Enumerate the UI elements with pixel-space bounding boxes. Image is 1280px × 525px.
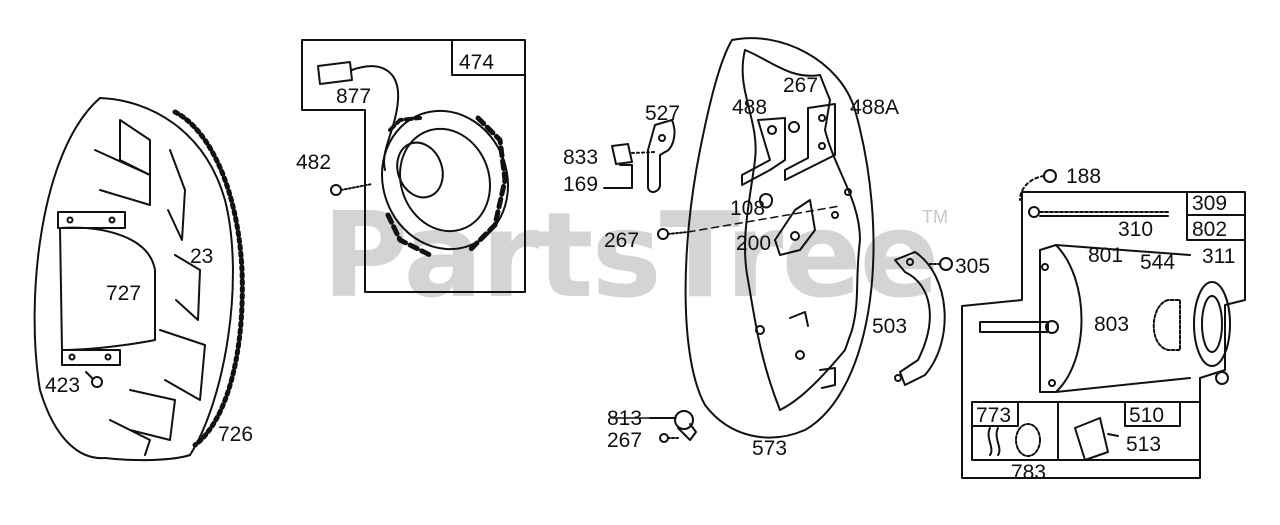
label-310: 310	[1118, 218, 1154, 241]
label-544: 544	[1140, 251, 1176, 274]
label-833: 833	[563, 146, 599, 169]
label-188: 188	[1066, 165, 1102, 188]
label-482: 482	[296, 151, 332, 174]
alternator-box	[301, 39, 526, 293]
label-108: 108	[730, 197, 766, 220]
label-23: 23	[190, 245, 214, 268]
label-474: 474	[459, 51, 495, 74]
label-510: 510	[1129, 404, 1165, 427]
label-527: 527	[645, 102, 681, 125]
label-802: 802	[1192, 218, 1228, 241]
label-726: 726	[218, 423, 254, 446]
label-200: 200	[736, 232, 772, 255]
label-513: 513	[1126, 433, 1162, 456]
starter-box	[961, 169, 1246, 479]
label-488A: 488A	[850, 96, 900, 119]
label-267-bottom: 267	[607, 429, 643, 452]
label-488: 488	[732, 96, 768, 119]
flywheel-assembly	[33, 97, 245, 462]
label-573: 573	[752, 437, 788, 460]
label-305: 305	[955, 255, 991, 278]
label-877: 877	[336, 85, 372, 108]
label-267-top: 267	[783, 74, 819, 97]
label-267-left: 267	[604, 229, 640, 252]
label-783: 783	[1011, 461, 1047, 484]
label-803: 803	[1094, 313, 1130, 336]
backplate	[684, 37, 875, 439]
label-423: 423	[45, 374, 81, 397]
watermark-trademark: TM	[922, 207, 948, 227]
label-309: 309	[1192, 192, 1228, 215]
label-813: 813	[607, 407, 643, 430]
label-727: 727	[106, 282, 142, 305]
label-503: 503	[872, 315, 908, 338]
label-801: 801	[1088, 244, 1124, 267]
label-169: 169	[563, 173, 599, 196]
label-311: 311	[1202, 245, 1236, 268]
label-773: 773	[976, 404, 1012, 427]
band-clamp	[894, 251, 953, 386]
